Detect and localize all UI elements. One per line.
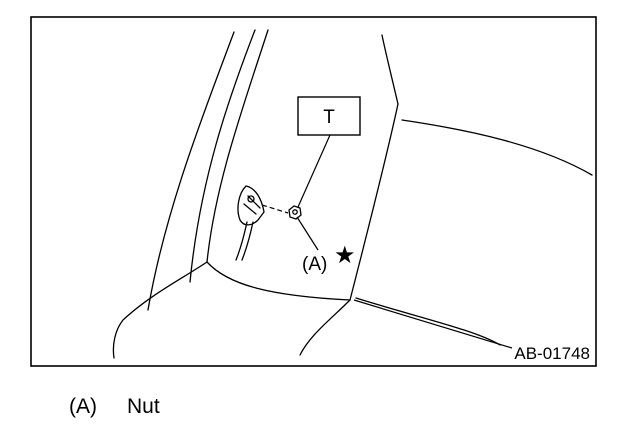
torque-leader-line bbox=[297, 134, 331, 208]
star-mark: ★ bbox=[334, 242, 356, 269]
legend-ref: (A) bbox=[69, 395, 97, 418]
legend-row: (A) Nut bbox=[69, 395, 160, 419]
part-leader-line bbox=[296, 216, 319, 251]
figure-frame bbox=[30, 16, 597, 367]
alignment-dash-line bbox=[261, 204, 289, 214]
figure-id: AB-01748 bbox=[514, 344, 590, 363]
legend-text: Nut bbox=[127, 395, 160, 418]
torque-callout-box bbox=[297, 96, 361, 136]
figure-id-leader bbox=[353, 299, 513, 349]
part-callout-label: (A) bbox=[302, 254, 327, 275]
nut-part bbox=[288, 205, 302, 220]
seat-belt-anchor bbox=[235, 185, 265, 261]
torque-callout-label: T bbox=[323, 107, 335, 128]
trim-panel-outline bbox=[112, 29, 593, 359]
